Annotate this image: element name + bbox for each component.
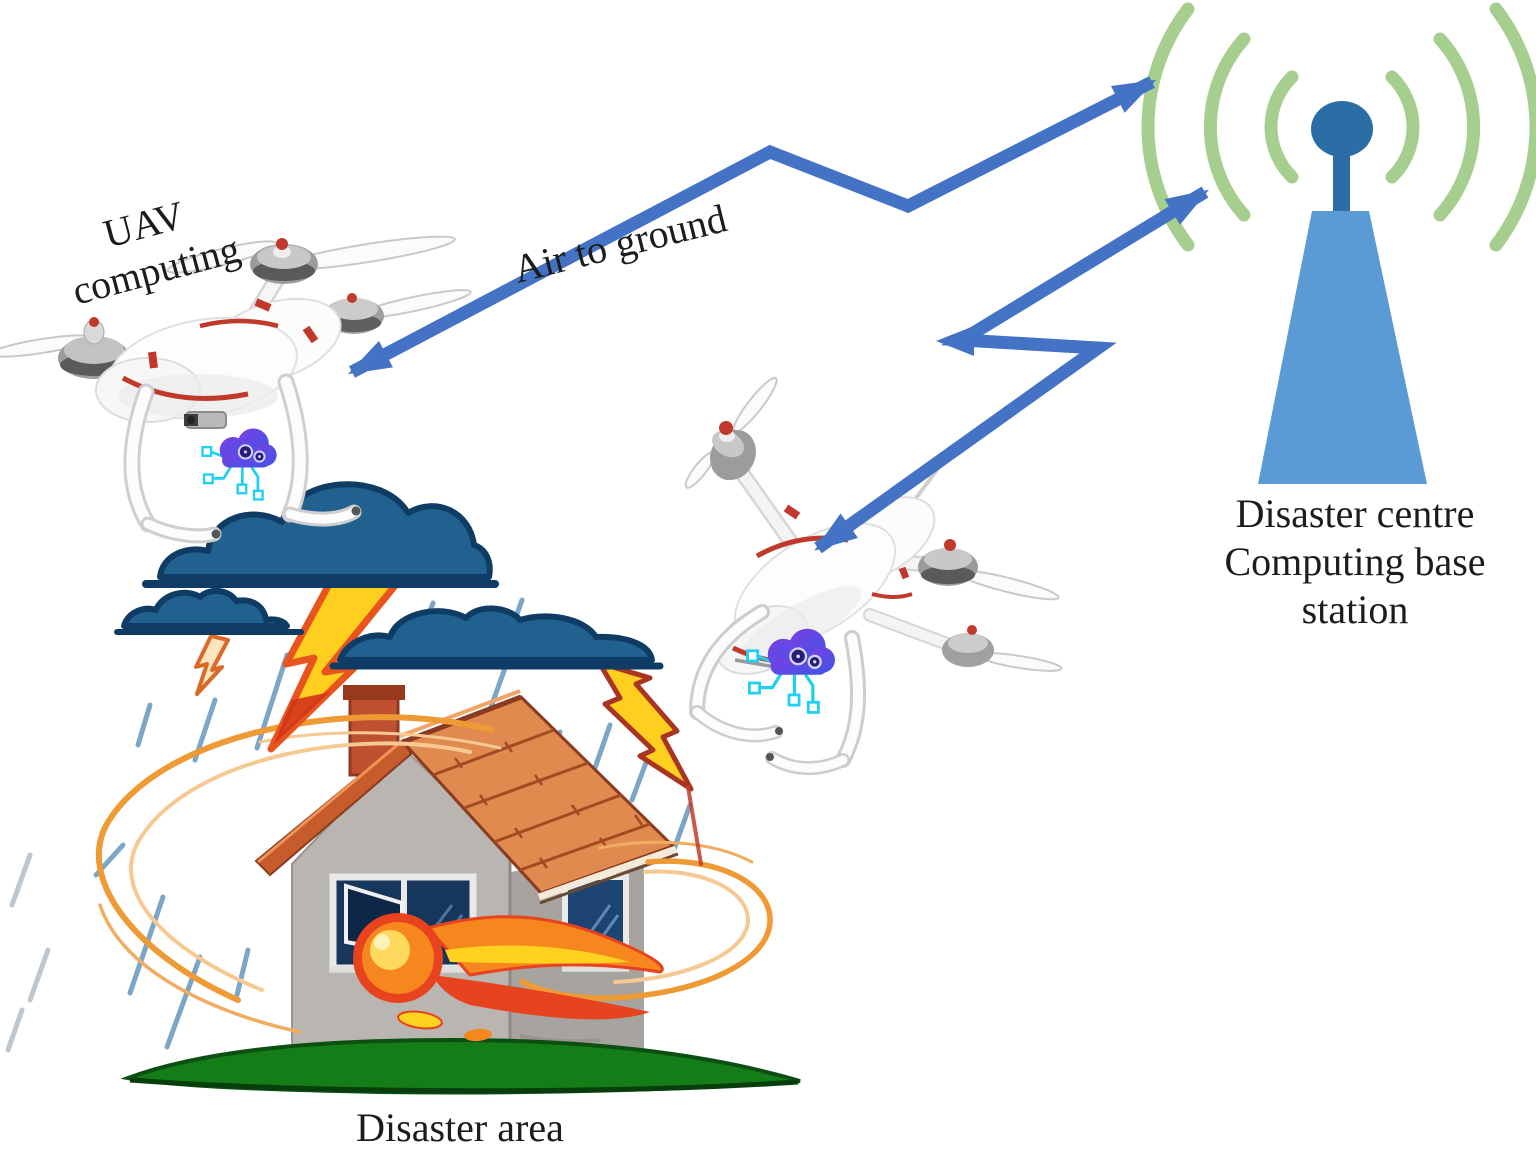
fireball-icon xyxy=(353,913,664,1042)
edge-compute-cloud-icon-2 xyxy=(746,628,835,714)
disaster-centre-base-station xyxy=(1141,2,1536,484)
tower xyxy=(1258,211,1427,484)
storm-cloud-right xyxy=(337,605,655,663)
bs-label-line1: Disaster centre xyxy=(1235,491,1475,536)
air-to-ground-links xyxy=(347,76,1209,554)
grass-shadow xyxy=(129,1077,799,1094)
lightning-icon xyxy=(194,573,703,866)
mid-arrowhead xyxy=(936,326,974,356)
edge-compute-cloud-icon-1 xyxy=(201,428,277,501)
bs-label-line2: Computing base xyxy=(1224,539,1486,584)
base-station-label: Disaster centre Computing base station xyxy=(1140,490,1536,634)
tornado-swirl-icon xyxy=(95,714,773,1034)
storm-clouds-icon xyxy=(114,481,664,670)
uav-drone-2-icon xyxy=(684,376,1063,776)
storm-cloud-big xyxy=(157,481,493,580)
lightning-bolt-left xyxy=(194,634,230,696)
rotor-pods xyxy=(710,421,994,667)
bs-label-line3: station xyxy=(1301,587,1409,632)
link-arrow-uav1-basestation xyxy=(347,76,1157,378)
storm-cloud-left xyxy=(121,587,290,629)
link-arrow-uav2-basestation xyxy=(814,186,1209,554)
lightning-bolt-right xyxy=(553,644,694,792)
house-icon xyxy=(254,685,679,1089)
antenna-icon xyxy=(1311,101,1373,214)
disaster-area-label: Disaster area xyxy=(356,1105,564,1150)
roof xyxy=(254,689,679,905)
